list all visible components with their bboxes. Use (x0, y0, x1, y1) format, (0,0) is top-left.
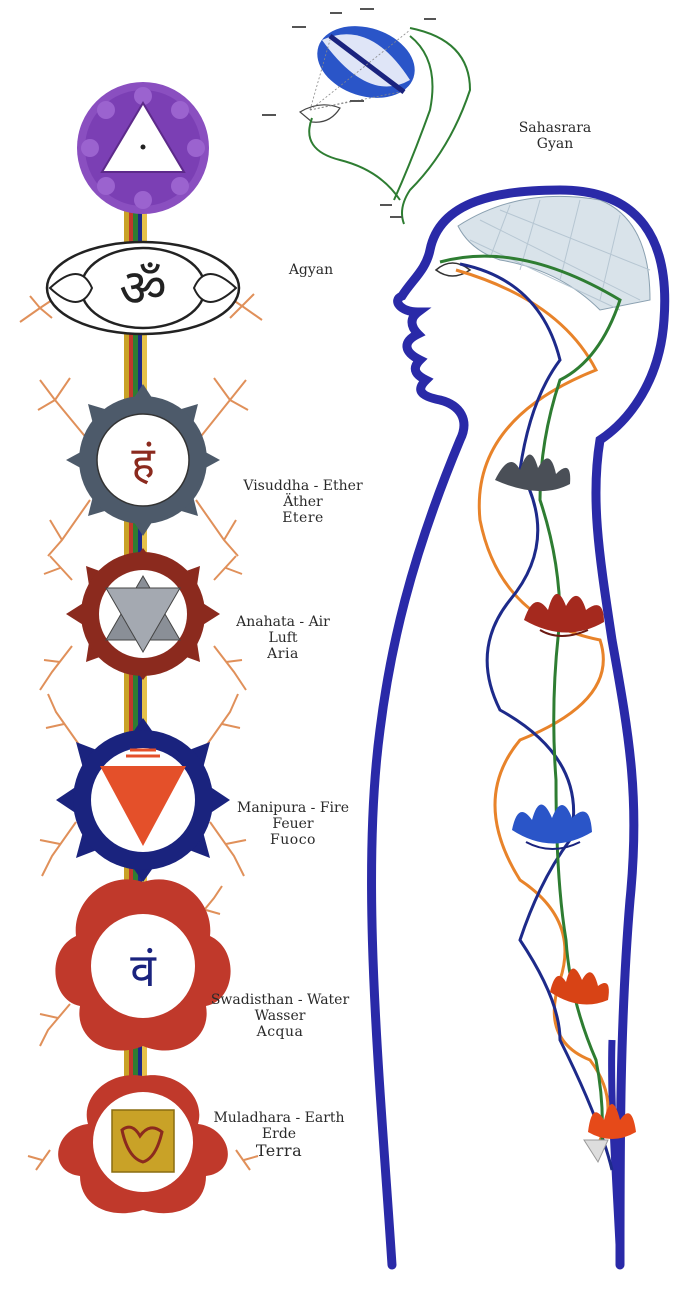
label-sahasrara-line1: Sahasrara (510, 120, 600, 136)
label-visuddha: Visuddha - Ether Äther Etere (228, 478, 378, 526)
lotus-navel-icon (512, 804, 592, 849)
label-manipura-line3: Fuoco (228, 832, 358, 848)
label-agyan-line1: Agyan (276, 262, 346, 278)
label-anahata-line2: Luft (228, 630, 338, 646)
label-swadisthan: Swadisthan - Water Wasser Acqua (200, 992, 360, 1040)
anahata-chakra-icon (40, 548, 246, 690)
label-muladhara-line2: Erde (204, 1126, 354, 1142)
nadi-channels (440, 256, 620, 1170)
label-manipura: Manipura - Fire Feuer Fuoco (228, 800, 358, 848)
manipura-chakra-icon (40, 694, 246, 882)
label-manipura-line2: Feuer (228, 816, 358, 832)
agyan-om-glyph: ॐ (119, 259, 166, 319)
label-sahasrara-line2: Gyan (510, 136, 600, 152)
label-manipura-line1: Manipura - Fire (228, 800, 358, 816)
label-muladhara-line3: Terra (204, 1142, 354, 1160)
lotus-sacral-icon (550, 968, 609, 1004)
lotus-heart-icon (524, 594, 604, 636)
crown-chakra-icon (77, 82, 209, 214)
label-agyan: Agyan (276, 262, 346, 278)
lotus-throat-icon (495, 454, 570, 491)
label-muladhara: Muladhara - Earth Erde Terra (204, 1110, 354, 1161)
label-swadisthan-line3: Acqua (200, 1024, 360, 1040)
label-sahasrara: Sahasrara Gyan (510, 120, 600, 152)
label-anahata: Anahata - Air Luft Aria (228, 614, 338, 662)
brain-inset-diagram (262, 8, 470, 224)
label-muladhara-line1: Muladhara - Earth (204, 1110, 354, 1126)
label-anahata-line3: Aria (228, 646, 338, 662)
label-swadisthan-line2: Wasser (200, 1008, 360, 1024)
label-visuddha-line2: Äther (228, 494, 378, 510)
visuddha-ham-glyph: हं (131, 438, 155, 489)
label-swadisthan-line1: Swadisthan - Water (200, 992, 360, 1008)
body-silhouette (372, 190, 665, 1265)
label-visuddha-line1: Visuddha - Ether (228, 478, 378, 494)
swadisthan-vam-glyph: वं (130, 943, 157, 997)
label-anahata-line1: Anahata - Air (228, 614, 338, 630)
label-visuddha-line3: Etere (228, 510, 378, 526)
